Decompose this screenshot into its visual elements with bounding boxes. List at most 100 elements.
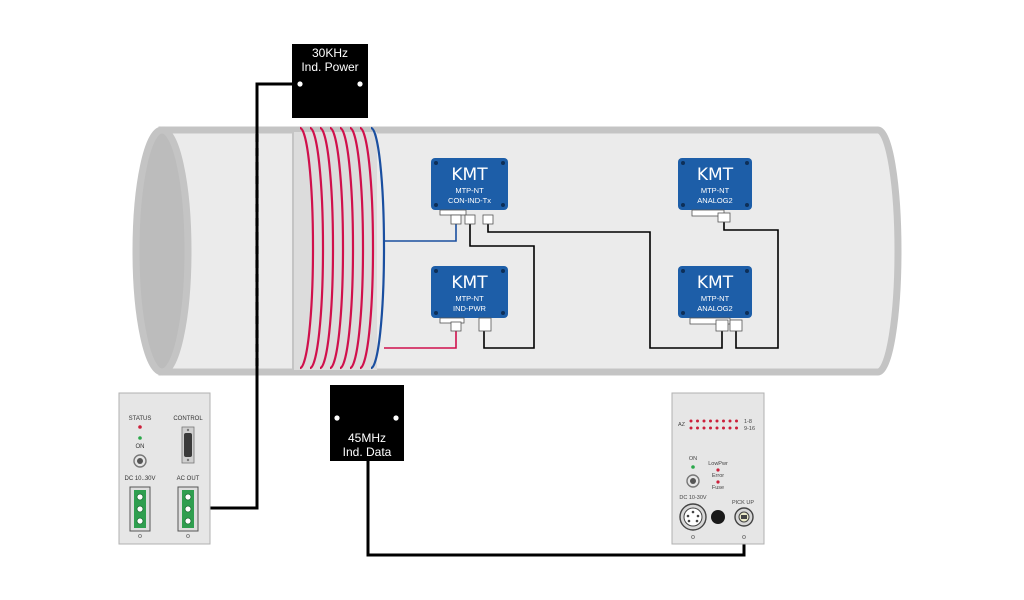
- module-analog2-upper[interactable]: KMT MTP-NT ANALOG2: [678, 158, 752, 223]
- module-plug: [450, 214, 462, 225]
- module-model: MTP-NT: [701, 186, 730, 195]
- channel-led: [722, 419, 725, 423]
- terminal-screw: [184, 517, 192, 525]
- power-coil-turn: [329, 126, 345, 370]
- module-logo: KMT: [451, 273, 488, 293]
- power-supply-panel: STATUS CONTROL ON DC 10..30V AC OUT: [118, 392, 211, 545]
- mount-hole: [501, 311, 505, 315]
- mount-hole: [357, 81, 363, 87]
- connector-screw: [186, 428, 190, 432]
- channel-range-2-label: 9-16: [744, 426, 755, 432]
- channel-led: [709, 426, 712, 430]
- shaft-body: [158, 126, 902, 376]
- coil-collar: [293, 132, 377, 370]
- connector-pin: [695, 519, 699, 523]
- module-analog2-lower[interactable]: KMT MTP-NT ANALOG2: [678, 266, 752, 332]
- data-box-body: [330, 385, 404, 461]
- mount-hole: [681, 161, 685, 165]
- module-name: ANALOG2: [697, 196, 732, 205]
- power-transmitter-box[interactable]: 30KHz Ind. Power: [292, 44, 368, 118]
- module-con-ind-tx[interactable]: KMT MTP-NT CON-IND-Tx: [431, 158, 508, 225]
- power-cable: [195, 82, 295, 510]
- data-coil-turn: [370, 126, 386, 370]
- module-plug: [478, 317, 492, 332]
- control-connector-port: [184, 433, 192, 457]
- channel-led: [735, 426, 738, 430]
- module-body: [678, 266, 752, 318]
- data-transmitter-box[interactable]: 45MHz Ind. Data: [330, 385, 404, 461]
- dc-input-terminal[interactable]: [129, 486, 151, 532]
- error-led: [716, 480, 720, 484]
- mount-hole: [681, 311, 685, 315]
- power-switch-knob: [137, 458, 143, 464]
- module-link-wire: [469, 224, 535, 349]
- power-coil-turn: [349, 126, 365, 370]
- mount-hole: [334, 415, 340, 421]
- module-ind-pwr[interactable]: KMT MTP-NT IND-PWR: [431, 266, 508, 332]
- status-label: STATUS: [129, 416, 152, 422]
- fuse-label: Fuse: [712, 485, 724, 491]
- mount-hole: [501, 161, 505, 165]
- mount-hole: [434, 161, 438, 165]
- error-label: Error: [712, 473, 724, 479]
- bus-wire-upper: [723, 222, 779, 349]
- status-led-green: [138, 436, 142, 440]
- terminal-screw: [136, 493, 144, 501]
- connector-screw: [186, 458, 190, 462]
- module-logo: KMT: [697, 273, 734, 293]
- mount-hole: [745, 311, 749, 315]
- terminal-screw: [136, 517, 144, 525]
- channel-led: [728, 426, 732, 430]
- mount-hole: [745, 269, 749, 273]
- mount-hole: [681, 269, 685, 273]
- panel-screw: [742, 535, 746, 539]
- module-plug: [450, 321, 462, 332]
- channel-led: [702, 426, 706, 430]
- bus-wire-lower: [487, 224, 723, 349]
- data-box-frequency: 45MHz: [348, 431, 386, 445]
- power-coil-turn: [339, 126, 355, 370]
- module-logo: KMT: [697, 165, 734, 185]
- module-model: MTP-NT: [701, 294, 730, 303]
- az-label: AZ: [678, 422, 686, 428]
- control-connector[interactable]: [181, 426, 195, 464]
- power-coil-wire: [384, 330, 457, 349]
- module-plug: [464, 214, 476, 225]
- mount-hole: [745, 161, 749, 165]
- dc-input-connector[interactable]: [679, 503, 707, 531]
- data-box-label: Ind. Data: [343, 445, 392, 459]
- module-plug: [715, 319, 729, 332]
- channel-range-1-label: 1-8: [744, 419, 752, 425]
- channel-led: [696, 419, 699, 423]
- fuse-holder[interactable]: [711, 510, 725, 524]
- power-box-frequency: 30KHz: [312, 46, 348, 60]
- dc-input-label: DC 10..30V: [124, 476, 155, 482]
- connector-pin: [691, 510, 695, 514]
- channel-led: [689, 419, 693, 423]
- power-coil: [299, 126, 375, 370]
- power-coil-turn: [319, 126, 335, 370]
- mount-hole: [297, 81, 303, 87]
- channel-led: [735, 419, 738, 423]
- panel-screw: [691, 535, 695, 539]
- terminal-screw: [184, 505, 192, 513]
- ac-out-terminal[interactable]: [177, 486, 199, 532]
- on-label: ON: [689, 456, 697, 462]
- power-coil-turn: [359, 126, 375, 370]
- mount-hole: [501, 269, 505, 273]
- module-connector: [439, 209, 467, 216]
- data-coil-wire: [384, 224, 457, 242]
- mount-hole: [434, 311, 438, 315]
- connector-pin: [686, 514, 690, 518]
- channel-led: [709, 419, 712, 423]
- module-body: [678, 158, 752, 210]
- module-name: ANALOG2: [697, 304, 732, 313]
- status-led-red: [138, 425, 142, 429]
- shaft-front-face: [132, 126, 192, 376]
- channel-led: [715, 419, 719, 423]
- module-body: [431, 158, 508, 210]
- pickup-connector[interactable]: [734, 507, 754, 527]
- connector-key: [741, 515, 747, 519]
- on-led: [691, 465, 695, 469]
- rotating-shaft: [132, 126, 902, 376]
